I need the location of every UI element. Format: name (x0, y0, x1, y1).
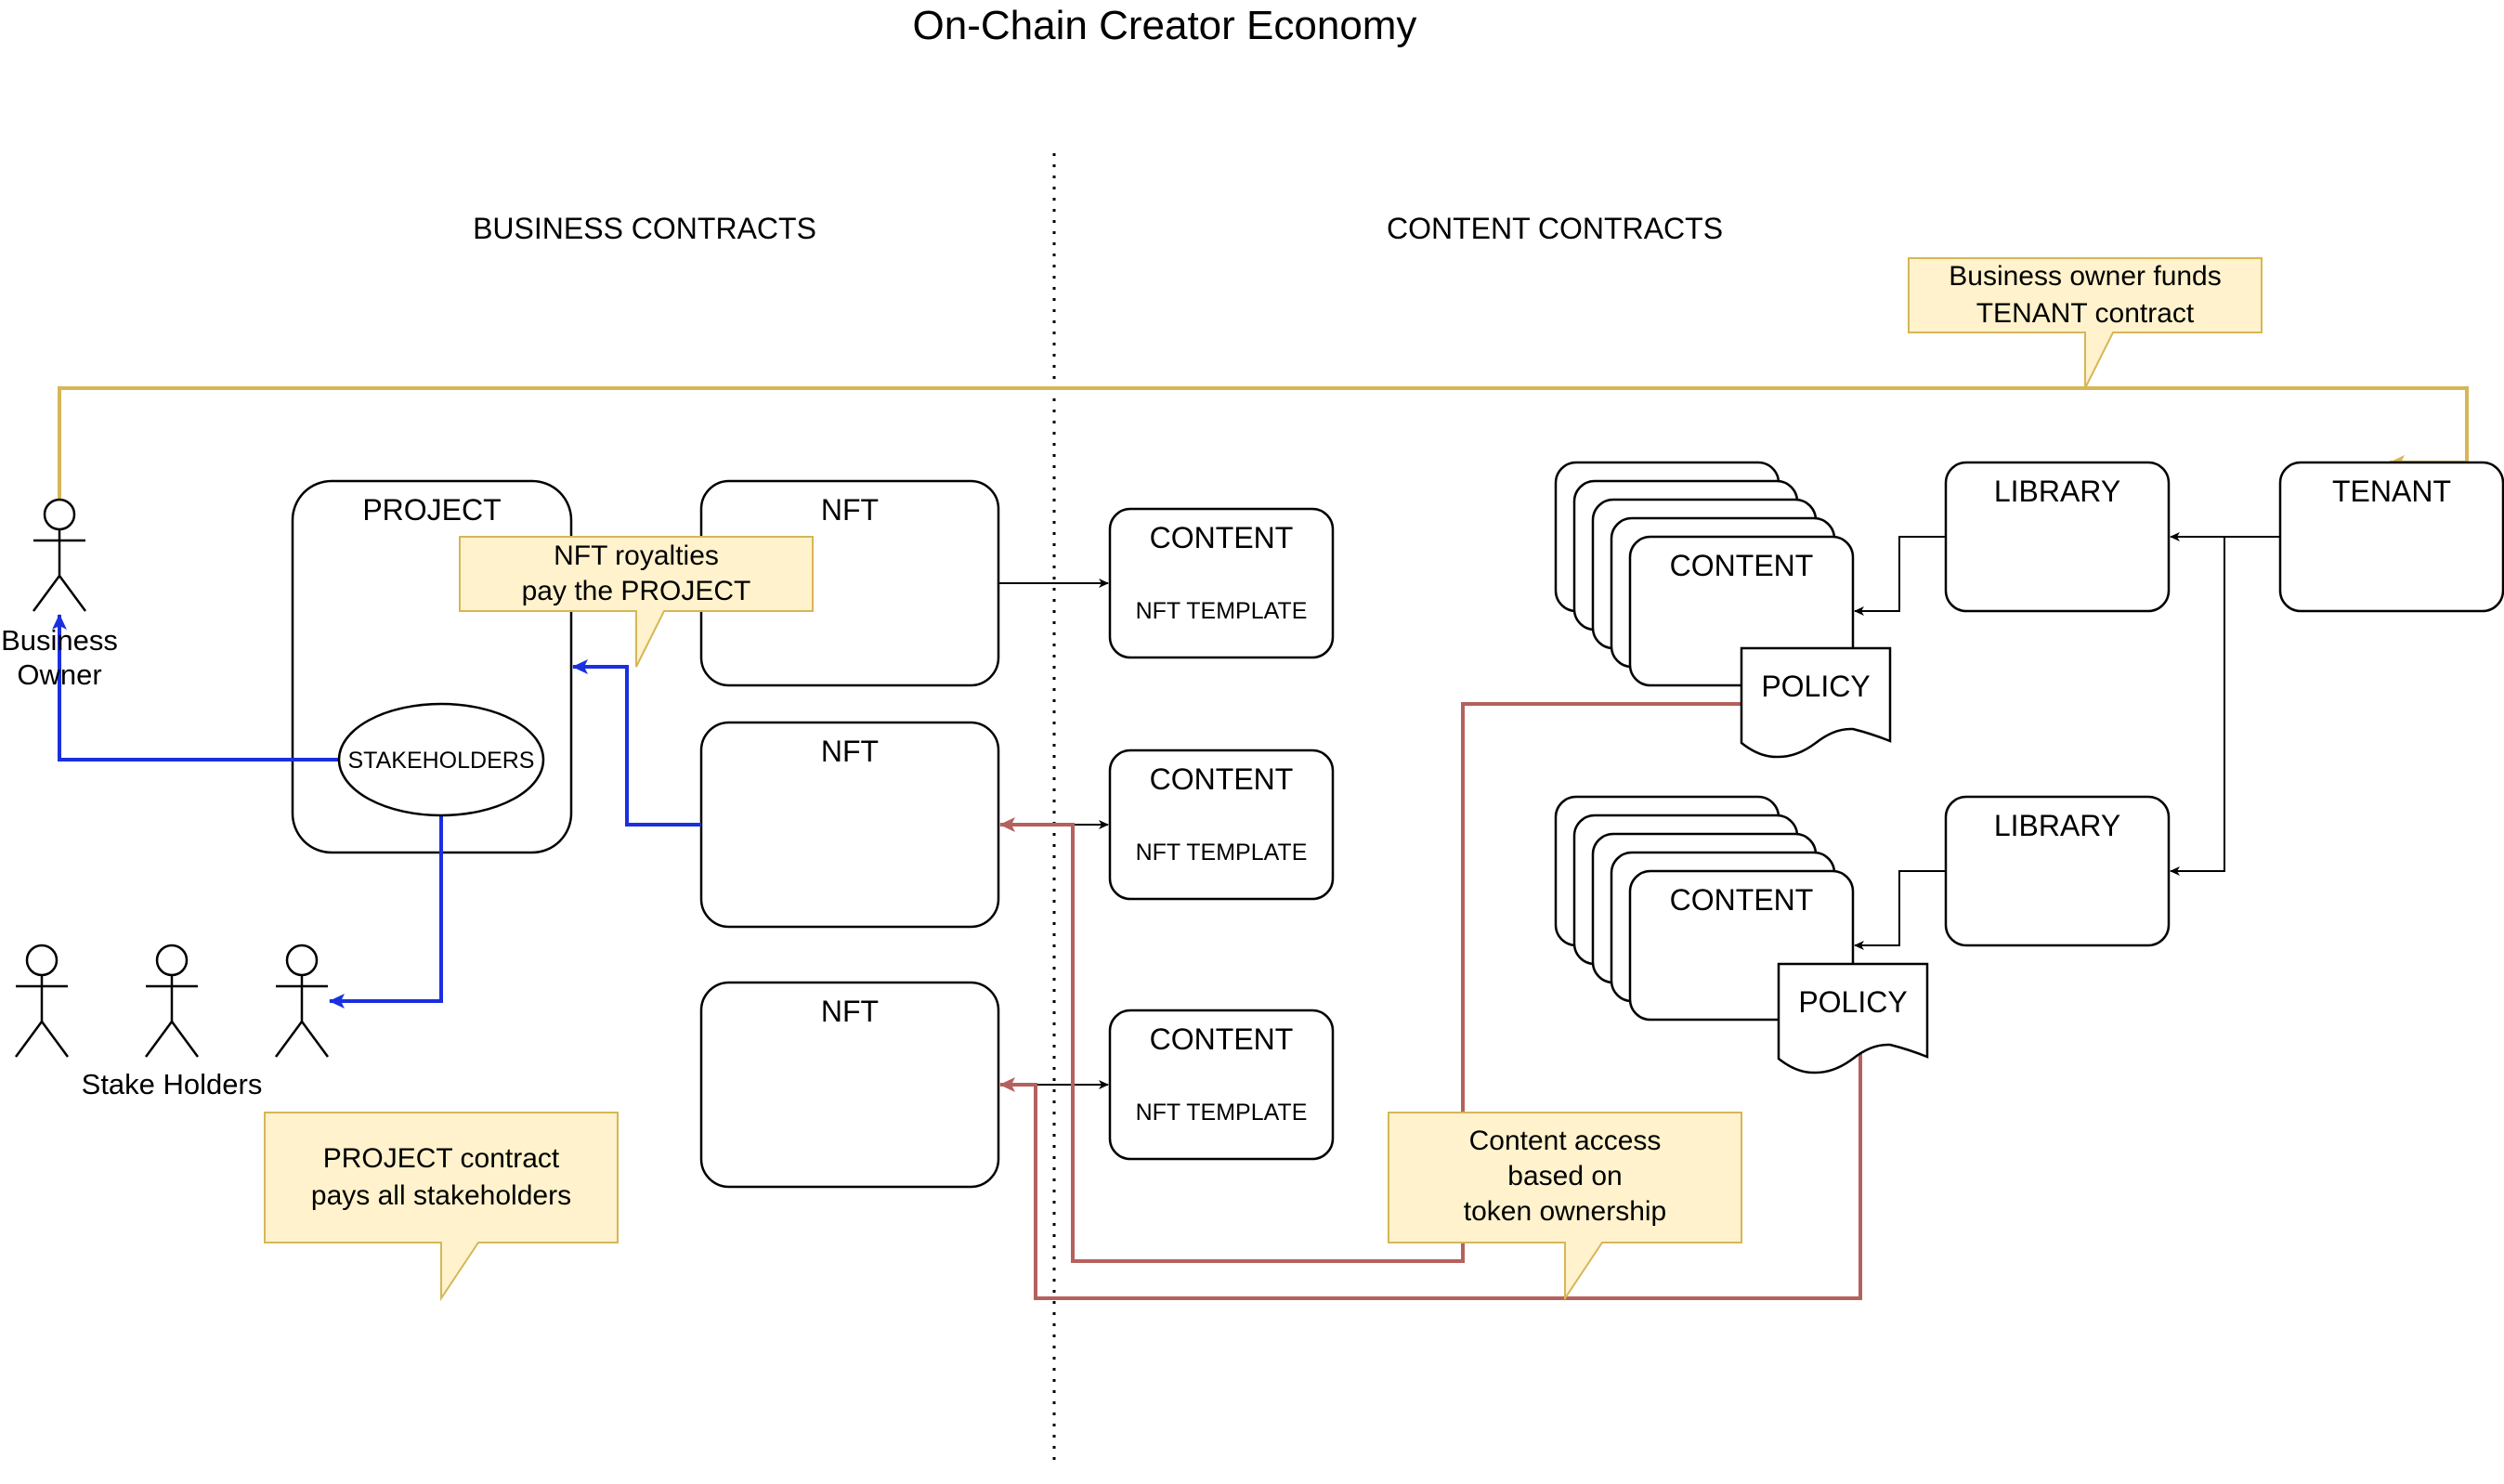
nft-label: NFT (821, 735, 879, 768)
note-line: based on (1507, 1161, 1622, 1191)
business-funds-note: Business owner funds TENANT contract (1908, 257, 2263, 389)
note-line: Business owner funds (1949, 261, 2222, 292)
nft-template-label: NFT TEMPLATE (1136, 1100, 1308, 1126)
stakeholders-to-owner-edge (52, 614, 339, 762)
access-edge (999, 1054, 1862, 1300)
stake-holders-label: Stake Holders (82, 1068, 263, 1100)
content-contracts-header: CONTENT CONTRACTS (1387, 212, 1723, 245)
nft-box: NFT (699, 479, 1000, 687)
content-label: CONTENT (1670, 549, 1814, 582)
note-line: Content access (1469, 1126, 1662, 1156)
note-line: pay the PROJECT (522, 576, 751, 606)
business-owner-label: Owner (17, 658, 101, 691)
nft-template-label: NFT TEMPLATE (1136, 598, 1308, 624)
library-label: LIBRARY (1994, 475, 2120, 508)
policy-label: POLICY (1798, 985, 1907, 1019)
nft-box: NFT (699, 981, 1000, 1189)
stake-holder-actor (274, 944, 330, 1058)
note-line: TENANT contract (1976, 298, 2195, 329)
stakeholders-node: STAKEHOLDERS (337, 702, 545, 817)
policy-label: POLICY (1761, 670, 1870, 703)
stake-holder-actor (144, 944, 200, 1058)
policy-document: POLICY (1777, 962, 1929, 1074)
nft-label: NFT (821, 493, 879, 527)
stakeholders-payout-edge (329, 815, 443, 1009)
content-stack: CONTENT (1554, 461, 1855, 687)
stake-holder-actor (14, 944, 70, 1058)
content-label: CONTENT (1150, 521, 1294, 554)
content-label: CONTENT (1670, 883, 1814, 917)
nft-label: NFT (821, 995, 879, 1028)
note-line: PROJECT contract (323, 1143, 560, 1174)
business-owner-label: Business (1, 624, 118, 657)
library-box: LIBRARY (1944, 795, 2171, 947)
nft-royalties-note: NFT royalties pay the PROJECT (459, 536, 814, 668)
library-to-content-edge (1854, 870, 1946, 950)
note-line: token ownership (1464, 1196, 1666, 1227)
policy-document: POLICY (1740, 646, 1892, 759)
diagram-title: On-Chain Creator Economy (913, 3, 1417, 48)
library-to-content-edge (1854, 536, 1946, 616)
library-label: LIBRARY (1994, 809, 2120, 842)
access-edge (999, 702, 1741, 1263)
tenant-box: TENANT (2278, 461, 2504, 613)
royalty-edge (572, 659, 701, 827)
project-pays-note: PROJECT contract pays all stakeholders (264, 1112, 619, 1302)
library-box: LIBRARY (1944, 461, 2171, 613)
content-label: CONTENT (1150, 1022, 1294, 1056)
nft-box: NFT (699, 721, 1000, 929)
nft-template-content-box: CONTENT NFT TEMPLATE (1108, 1009, 1335, 1161)
note-line: pays all stakeholders (311, 1180, 571, 1211)
content-label: CONTENT (1150, 762, 1294, 796)
tenant-label: TENANT (2332, 475, 2451, 508)
tenant-to-library-edge (2170, 536, 2280, 876)
nft-template-label: NFT TEMPLATE (1136, 840, 1308, 866)
note-line: NFT royalties (554, 540, 719, 571)
stakeholders-label: STAKEHOLDERS (348, 748, 535, 774)
business-owner-actor (32, 498, 87, 612)
nft-template-content-box: CONTENT NFT TEMPLATE (1108, 749, 1335, 901)
project-label: PROJECT (362, 493, 501, 527)
business-contracts-header: BUSINESS CONTRACTS (473, 212, 816, 245)
content-access-note: Content access based on token ownership (1388, 1112, 1742, 1302)
nft-template-content-box: CONTENT NFT TEMPLATE (1108, 507, 1335, 659)
